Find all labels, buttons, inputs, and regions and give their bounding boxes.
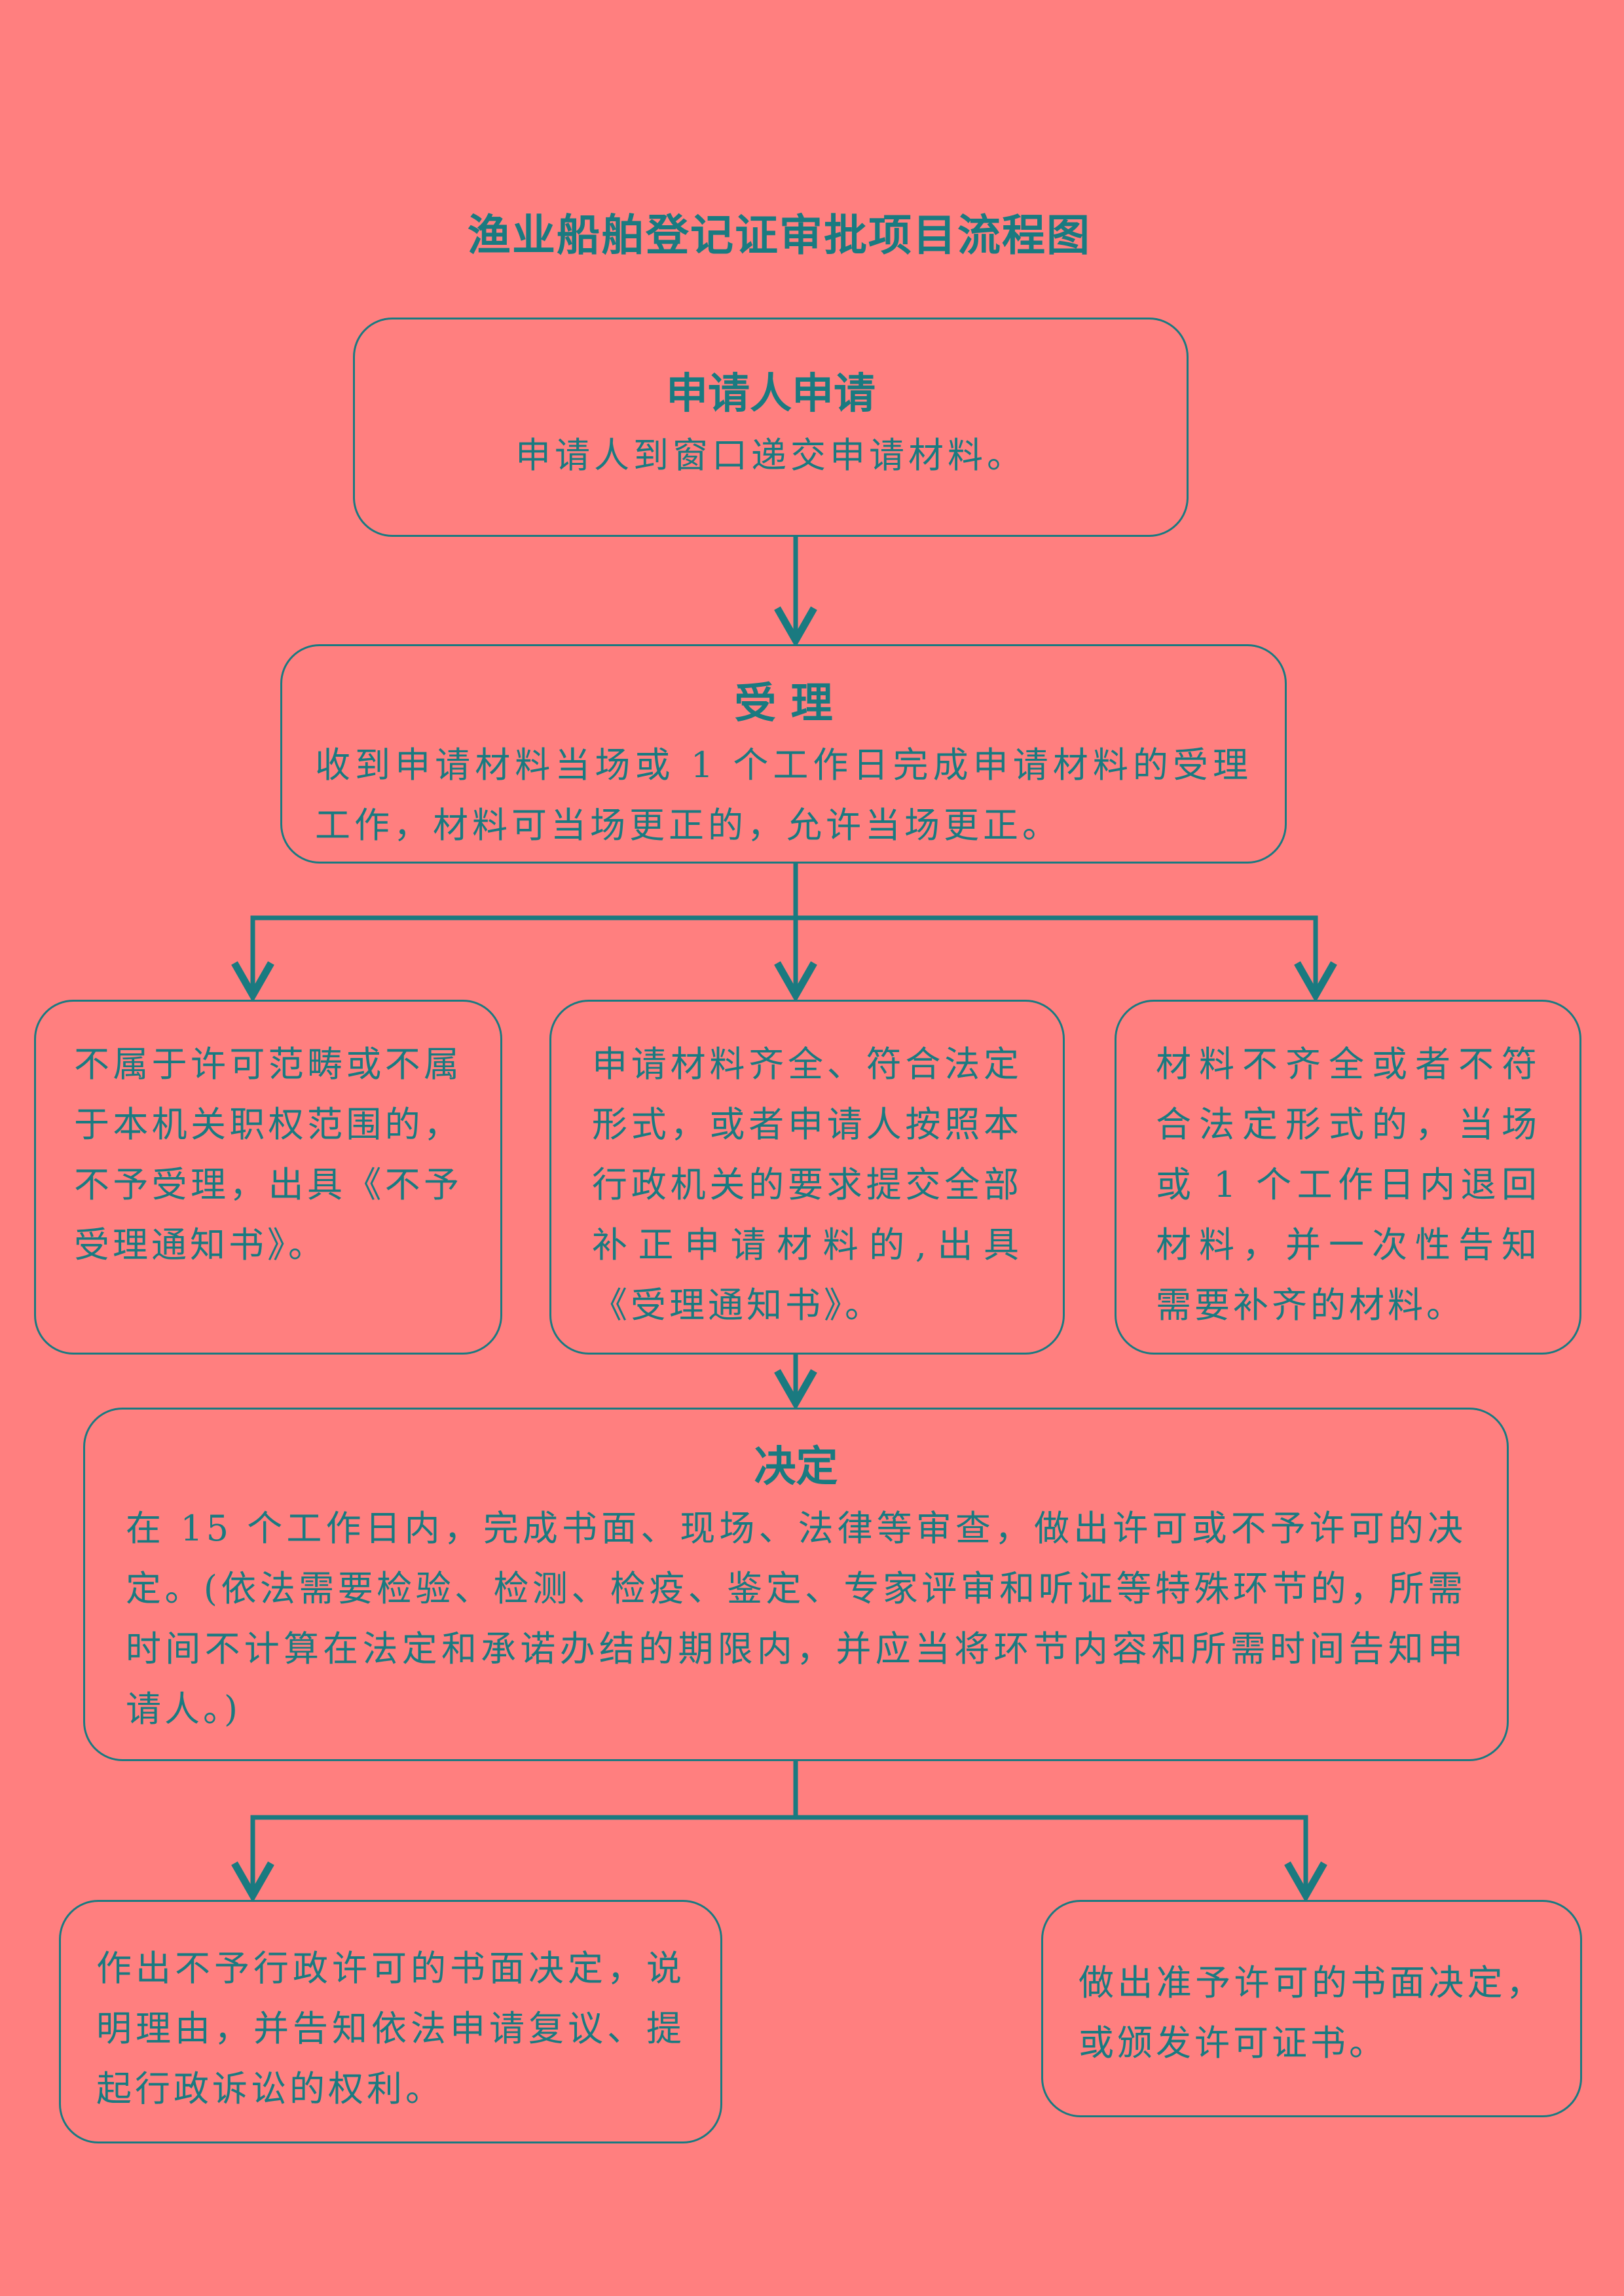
node-text: 做出准予许可的书面决定，或颁发许可证书。 — [1079, 1962, 1545, 2064]
node-heading: 受 理 — [734, 680, 833, 728]
node-text: 申请材料齐全、符合法定形式，或者申请人按照本行政机关的要求提交全部补正申请材料的… — [592, 1044, 1022, 1326]
node-text: 申请人到窗口递交申请材料。 — [515, 435, 1026, 476]
node-not-accepted: 不属于许可范畴或不属于本机关职权范围的，不予受理，出具《不予受理通知书》。 — [34, 1000, 502, 1355]
node-decision: 决定 在 15 个工作日内，完成书面、现场、法律等审查，做出许可或不予许可的决定… — [83, 1408, 1509, 1761]
node-text: 收到申请材料当场或 1 个工作日完成申请材料的受理工作，材料可当场更正的，允许当… — [315, 744, 1252, 846]
node-text: 在 15 个工作日内，完成书面、现场、法律等审查，做出许可或不予许可的决定。(依… — [126, 1508, 1466, 1730]
node-text: 材料不齐全或者不符合法定形式的，当场或 1 个工作日内退回材料，并一次性告知需要… — [1156, 1044, 1540, 1326]
node-accept: 受 理 收到申请材料当场或 1 个工作日完成申请材料的受理工作，材料可当场更正的… — [280, 644, 1287, 864]
node-heading: 申请人申请 — [666, 370, 876, 418]
node-applicant-apply: 申请人申请 申请人到窗口递交申请材料。 — [353, 318, 1189, 537]
node-deny-permit: 作出不予行政许可的书面决定，说明理由，并告知依法申请复议、提起行政诉讼的权利。 — [59, 1900, 722, 2143]
node-text: 作出不予行政许可的书面决定，说明理由，并告知依法申请复议、提起行政诉讼的权利。 — [96, 1948, 685, 2109]
node-grant-permit: 做出准予许可的书面决定，或颁发许可证书。 — [1041, 1900, 1582, 2117]
node-materials-complete: 申请材料齐全、符合法定形式，或者申请人按照本行政机关的要求提交全部补正申请材料的… — [549, 1000, 1065, 1355]
page-title: 渔业船舶登记证审批项目流程图 — [468, 210, 1091, 261]
node-materials-returned: 材料不齐全或者不符合法定形式的，当场或 1 个工作日内退回材料，并一次性告知需要… — [1115, 1000, 1581, 1355]
node-heading: 决定 — [754, 1443, 838, 1491]
node-text: 不属于许可范畴或不属于本机关职权范围的，不予受理，出具《不予受理通知书》。 — [74, 1044, 462, 1266]
